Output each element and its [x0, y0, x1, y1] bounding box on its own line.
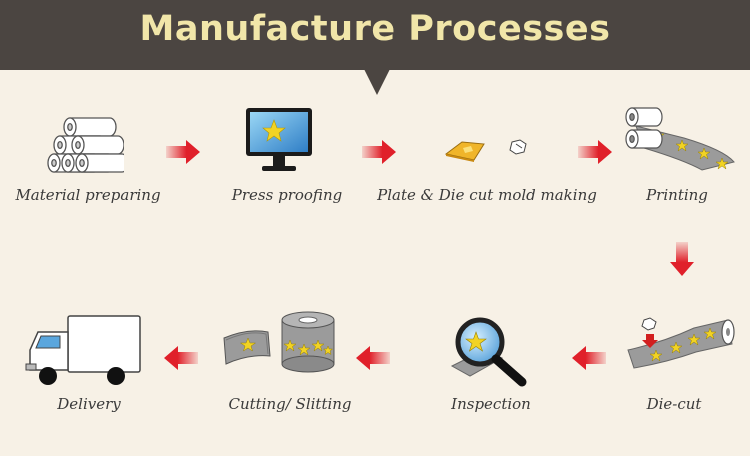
step-label-plate-die-cut-mold-making: Plate & Die cut mold making — [377, 186, 597, 204]
arrow-right-icon — [362, 140, 396, 164]
printing-roll-icon — [625, 107, 735, 171]
magnifier-icon — [450, 317, 527, 387]
header-pointer — [364, 69, 390, 95]
arrow-right-icon — [578, 140, 612, 164]
arrow-left-icon — [572, 346, 606, 370]
arrow-left-icon — [164, 346, 198, 370]
step-label-cutting-slitting: Cutting/ Slitting — [228, 395, 352, 413]
arrow-down-icon — [670, 242, 694, 276]
step-label-press-proofing: Press proofing — [231, 186, 343, 204]
cutting-slitting-icon — [223, 311, 335, 373]
step-label-die-cut: Die-cut — [646, 395, 702, 413]
truck-icon — [25, 315, 141, 385]
header-bar — [0, 0, 750, 70]
page-title: Manufacture Processes — [139, 9, 611, 49]
step-label-printing: Printing — [646, 186, 708, 204]
step-label-inspection: Inspection — [451, 395, 531, 413]
step-label-material-preparing: Material preparing — [15, 186, 161, 204]
die-cut-icon — [627, 317, 735, 369]
arrow-right-icon — [166, 140, 200, 164]
plate-mold-icon — [444, 139, 527, 162]
paper-rolls-icon — [47, 117, 124, 173]
monitor-icon — [246, 108, 312, 171]
arrow-left-icon — [356, 346, 390, 370]
step-label-delivery: Delivery — [57, 395, 121, 413]
